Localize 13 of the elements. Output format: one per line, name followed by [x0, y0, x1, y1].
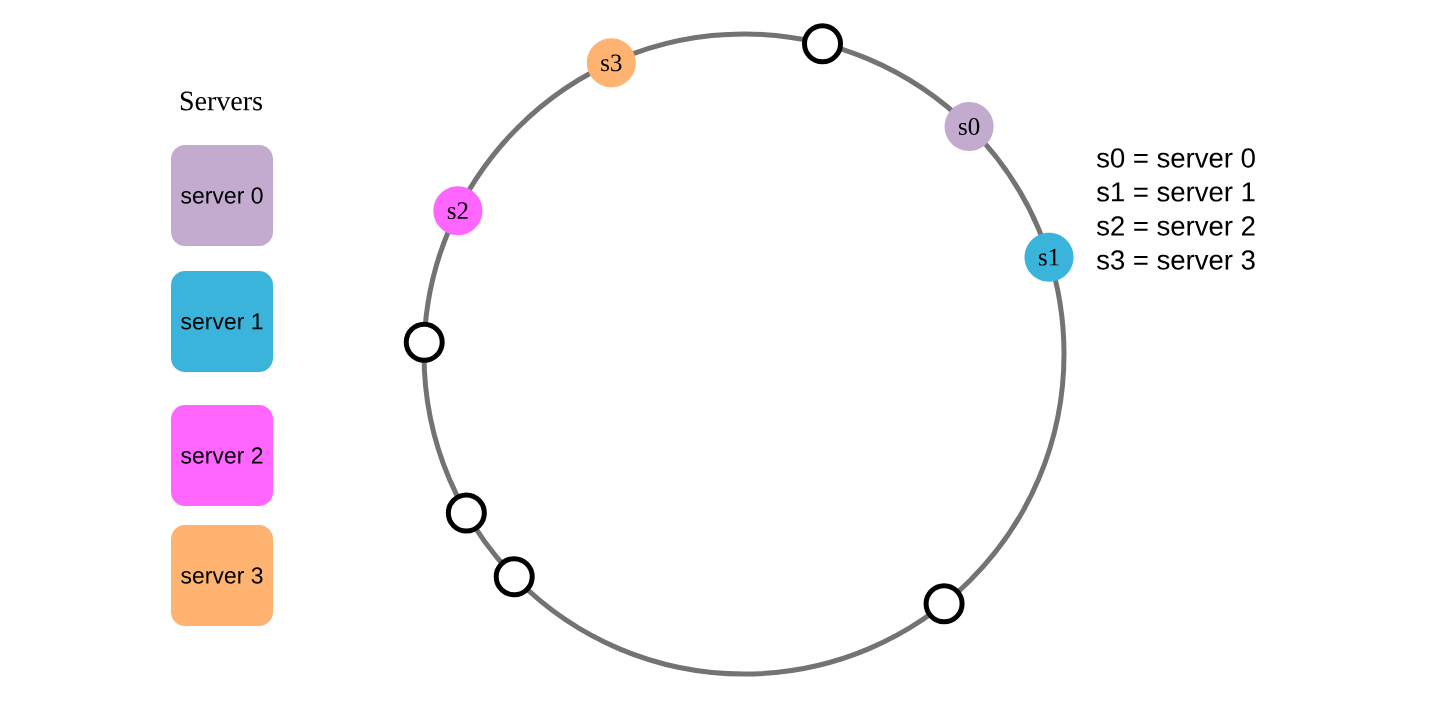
server-box: server 2 [171, 405, 273, 506]
mapping-text: s1 = server 1 [1096, 182, 1255, 202]
column-heading: Servers [180, 91, 262, 111]
hollow-dot [493, 556, 535, 598]
server-box: server 1 [171, 271, 273, 372]
hollow-dot [403, 321, 445, 363]
hollow-dot [802, 23, 843, 65]
server-box: server 0 [171, 145, 273, 246]
hollow-dot [923, 583, 965, 625]
server-box: server 3 [171, 525, 273, 626]
mapping-text: s0 = server 0 [1096, 148, 1255, 168]
hollow-dot [445, 492, 487, 534]
mapping-text: s2 = server 2 [1096, 216, 1255, 236]
